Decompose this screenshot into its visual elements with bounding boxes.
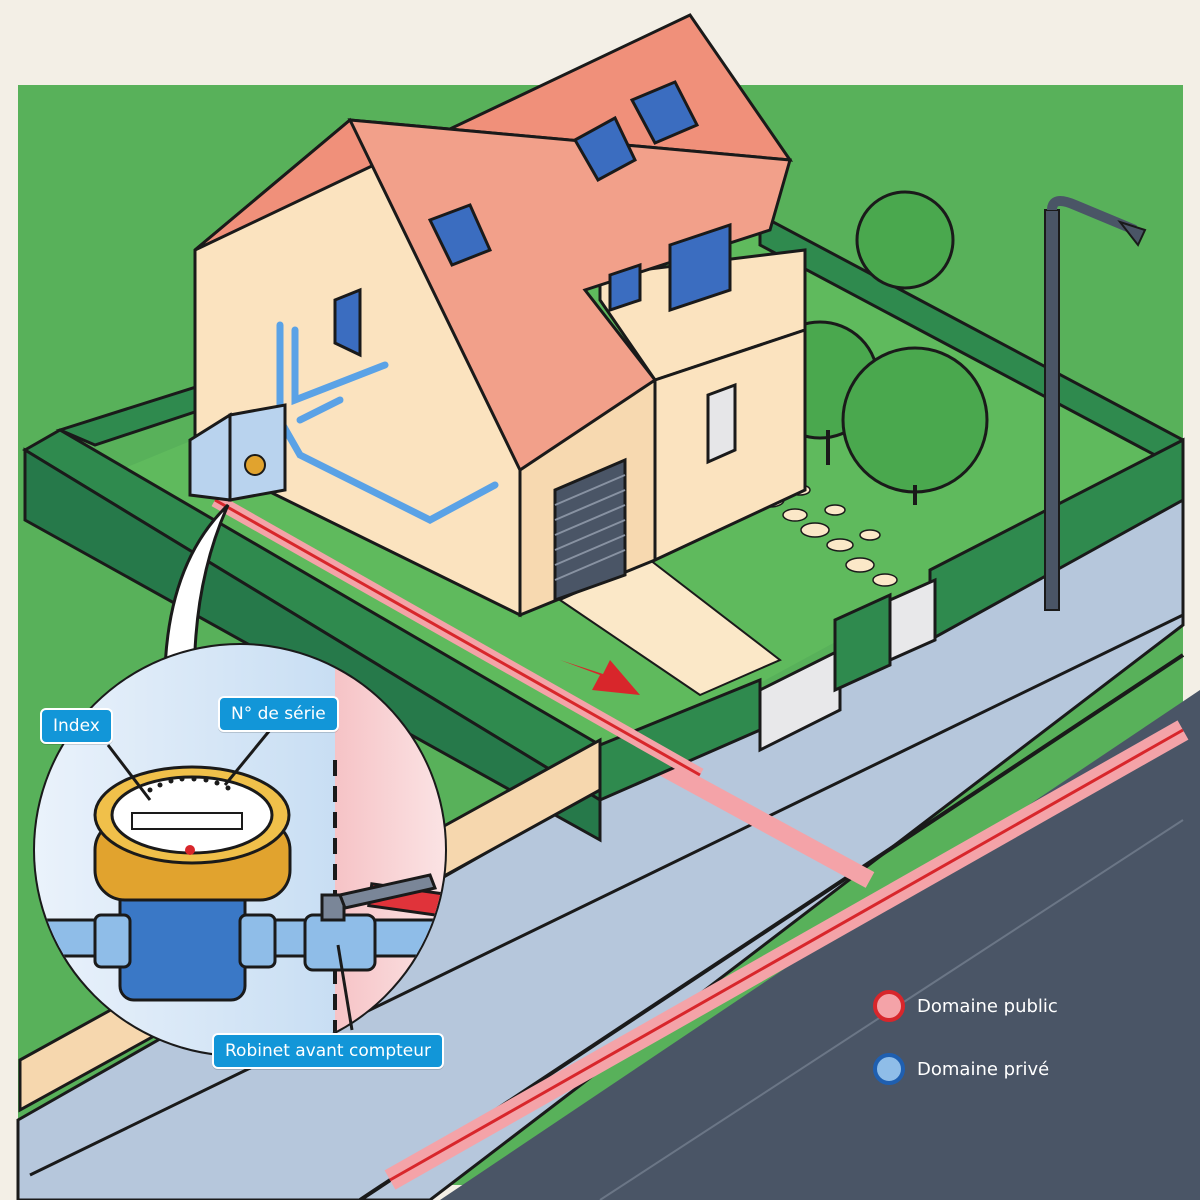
public-branch-pipe <box>645 752 875 888</box>
garage-door <box>553 457 627 603</box>
valve-callout: Robinet avant compteur <box>212 1033 444 1069</box>
gate-left <box>758 647 842 753</box>
roof-window <box>629 80 700 145</box>
tree-icon <box>760 190 989 505</box>
legend-private-label: Domaine privé <box>917 1058 1050 1080</box>
legend-public: Domaine public <box>873 990 1058 1022</box>
roof-window <box>427 203 493 267</box>
serial-number-callout: N° de série <box>218 696 339 732</box>
window <box>608 262 642 313</box>
private-pipes <box>276 321 499 524</box>
public-domain-swatch <box>873 990 905 1022</box>
valve-icon <box>303 873 438 972</box>
water-meter-icon <box>244 454 266 476</box>
legend-private: Domaine privé <box>873 1053 1049 1085</box>
water-meter-icon <box>93 765 292 1002</box>
window <box>668 222 732 313</box>
street-lamp-icon <box>1044 196 1147 611</box>
meter-cabinet <box>188 403 287 502</box>
legend-public-label: Domaine public <box>917 995 1058 1017</box>
red-arrow-icon <box>560 660 640 695</box>
roof-window <box>572 115 637 183</box>
index-callout: Index <box>40 708 113 744</box>
door <box>706 382 737 465</box>
private-domain-swatch <box>873 1053 905 1085</box>
window <box>333 287 362 358</box>
